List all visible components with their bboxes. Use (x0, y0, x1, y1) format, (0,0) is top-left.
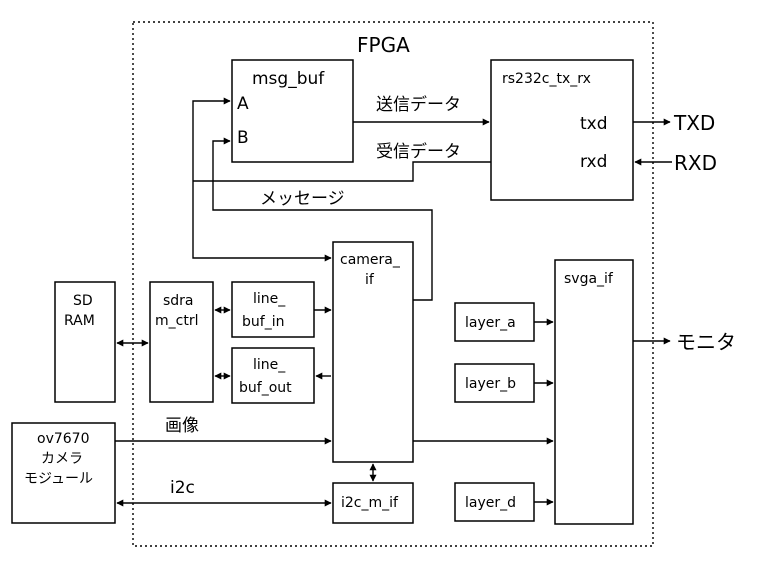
recv-data-label: 受信データ (376, 141, 461, 162)
monitor-label: モニタ (676, 330, 736, 354)
line-buf-out-line1: line_ (253, 357, 286, 373)
ov7670-line2: カメラ (41, 451, 83, 467)
ov7670-line1: ov7670 (37, 431, 89, 447)
sdram-line2: RAM (64, 313, 95, 329)
rs232c-rxd: rxd (580, 152, 607, 172)
line-buf-in-block (231, 281, 315, 338)
line-buf-out-block (231, 347, 315, 404)
camera-to-msg-a-wire (192, 97, 332, 262)
i2c-m-if-block (332, 482, 414, 524)
sdram-block (54, 281, 116, 403)
ov7670-block (11, 422, 116, 524)
layer-a-title: layer_a (465, 315, 516, 331)
send-data-label: 送信データ (376, 94, 461, 115)
rs232c-title: rs232c_tx_rx (502, 71, 591, 87)
txd-out-label: TXD (673, 111, 715, 135)
fpga-boundary (132, 21, 654, 547)
line-buf-out-line2: buf_out (239, 380, 292, 396)
camera-if-line2: if (365, 272, 375, 288)
sdram-ctrl-block (149, 281, 214, 403)
msg-buf-port-a: A (237, 94, 249, 114)
msg-buf-title: msg_buf (252, 69, 325, 89)
line-buf-in-line2: buf_in (242, 314, 284, 330)
svga-if-block (554, 259, 634, 525)
sdram-line1: SD (73, 293, 93, 309)
msg-buf-port-b: B (237, 128, 249, 148)
rs232c-txd: txd (580, 114, 608, 134)
line-buf-in-line1: line_ (253, 291, 286, 307)
layer-b-block (454, 363, 535, 403)
i2c-m-if-title: i2c_m_if (341, 495, 399, 511)
layer-d-block (454, 482, 535, 522)
layer-b-title: layer_b (465, 376, 516, 392)
ov7670-line3: モジュール (24, 471, 93, 487)
fpga-label: FPGA (357, 33, 410, 57)
sdram-ctrl-line1: sdra (163, 293, 194, 309)
sdram-ctrl-line2: m_ctrl (155, 313, 198, 329)
image-label: 画像 (165, 416, 199, 436)
i2c-label: i2c (170, 478, 195, 498)
recv-data-wire (193, 161, 491, 182)
message-label: メッセージ (260, 189, 345, 209)
message-wire (212, 137, 433, 301)
svga-if-title: svga_if (564, 271, 614, 287)
camera-if-line1: camera_ (340, 252, 401, 268)
rs232c-block (490, 59, 634, 201)
rxd-in-label: RXD (674, 151, 717, 175)
layer-d-title: layer_d (465, 495, 516, 511)
camera-if-block (332, 241, 414, 463)
